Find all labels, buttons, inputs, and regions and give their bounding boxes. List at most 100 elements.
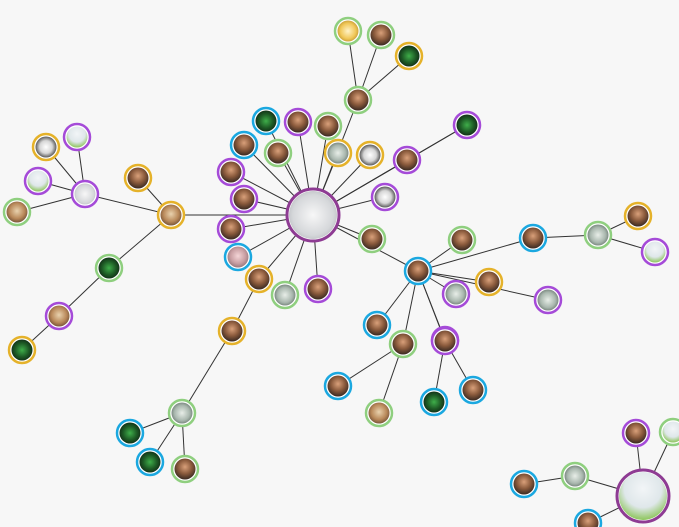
user-node[interactable]: [44, 301, 74, 331]
node-ring: [2, 197, 32, 227]
bear-avatar: [48, 305, 70, 327]
photo-avatar: [171, 402, 193, 424]
user-node[interactable]: [355, 140, 385, 170]
user-node[interactable]: [370, 182, 400, 212]
person-avatar: [307, 278, 329, 300]
node-ring: [509, 469, 539, 499]
user-node[interactable]: [441, 279, 471, 309]
user-node[interactable]: [216, 157, 246, 187]
user-node[interactable]: [217, 316, 247, 346]
fern-avatar: [423, 391, 445, 413]
green-blob-avatar: [662, 421, 679, 443]
user-node[interactable]: [419, 387, 449, 417]
user-node[interactable]: [509, 469, 539, 499]
user-node[interactable]: [323, 138, 353, 168]
user-node[interactable]: [388, 329, 418, 359]
user-node[interactable]: [94, 253, 124, 283]
user-node[interactable]: [156, 200, 186, 230]
user-node[interactable]: [621, 418, 651, 448]
user-node[interactable]: [533, 285, 563, 315]
node-ring: [216, 157, 246, 187]
user-node[interactable]: [323, 371, 353, 401]
user-node[interactable]: [640, 237, 670, 267]
user-node[interactable]: [474, 267, 504, 297]
node-ring: [623, 201, 653, 231]
node-ring: [31, 132, 61, 162]
user-node[interactable]: [357, 224, 387, 254]
user-node[interactable]: [623, 201, 653, 231]
user-node[interactable]: [583, 220, 613, 250]
node-ring: [533, 285, 563, 315]
user-node[interactable]: [31, 132, 61, 162]
user-node[interactable]: [573, 508, 603, 527]
user-node[interactable]: [62, 122, 92, 152]
grey-feather-avatar: [74, 183, 96, 205]
person-avatar: [627, 205, 649, 227]
penguin-avatar: [374, 186, 396, 208]
user-node[interactable]: [115, 418, 145, 448]
node-ring: [388, 329, 418, 359]
blob-avatar: [227, 246, 249, 268]
user-node[interactable]: [270, 280, 300, 310]
user-node[interactable]: [229, 184, 259, 214]
node-ring: [621, 418, 651, 448]
photo-avatar: [537, 289, 559, 311]
user-node[interactable]: [167, 398, 197, 428]
user-node[interactable]: [394, 41, 424, 71]
user-node[interactable]: [7, 335, 37, 365]
user-node[interactable]: [170, 454, 200, 484]
user-node[interactable]: [560, 461, 590, 491]
hub-node[interactable]: [615, 468, 671, 524]
node-ring: [355, 140, 385, 170]
user-node[interactable]: [364, 398, 394, 428]
person-avatar: [317, 115, 339, 137]
user-node[interactable]: [430, 326, 460, 356]
user-node[interactable]: [229, 130, 259, 160]
node-ring: [403, 256, 433, 286]
node-ring: [357, 224, 387, 254]
node-ring: [364, 398, 394, 428]
graph-link: [84, 193, 172, 216]
user-node[interactable]: [223, 242, 253, 272]
user-node[interactable]: [70, 179, 100, 209]
photo-avatar: [587, 224, 609, 246]
user-node[interactable]: [452, 110, 482, 140]
user-node[interactable]: [658, 417, 679, 447]
user-node[interactable]: [343, 85, 373, 115]
person-avatar: [366, 314, 388, 336]
user-node[interactable]: [392, 145, 422, 175]
user-node[interactable]: [244, 264, 274, 294]
person-avatar: [462, 379, 484, 401]
user-node[interactable]: [458, 375, 488, 405]
user-node[interactable]: [2, 197, 32, 227]
node-ring: [323, 138, 353, 168]
person-avatar: [347, 89, 369, 111]
user-node[interactable]: [251, 106, 281, 136]
user-node[interactable]: [23, 166, 53, 196]
person-avatar: [577, 512, 599, 527]
user-node[interactable]: [303, 274, 333, 304]
user-node[interactable]: [135, 447, 165, 477]
graph-link: [417, 237, 534, 272]
user-node[interactable]: [123, 163, 153, 193]
user-node[interactable]: [366, 20, 396, 50]
node-ring: [156, 200, 186, 230]
node-ring: [94, 253, 124, 283]
user-node[interactable]: [216, 214, 246, 244]
user-node[interactable]: [447, 225, 477, 255]
user-node[interactable]: [313, 111, 343, 141]
user-node[interactable]: [333, 16, 363, 46]
fern-avatar: [398, 45, 420, 67]
hub-node[interactable]: [285, 187, 341, 243]
user-node[interactable]: [362, 310, 392, 340]
node-ring: [216, 214, 246, 244]
user-node[interactable]: [283, 107, 313, 137]
fern-avatar: [456, 114, 478, 136]
person-avatar: [370, 24, 392, 46]
node-ring: [313, 111, 343, 141]
user-node[interactable]: [263, 138, 293, 168]
user-node[interactable]: [403, 256, 433, 286]
node-ring: [615, 468, 671, 524]
user-node[interactable]: [518, 223, 548, 253]
